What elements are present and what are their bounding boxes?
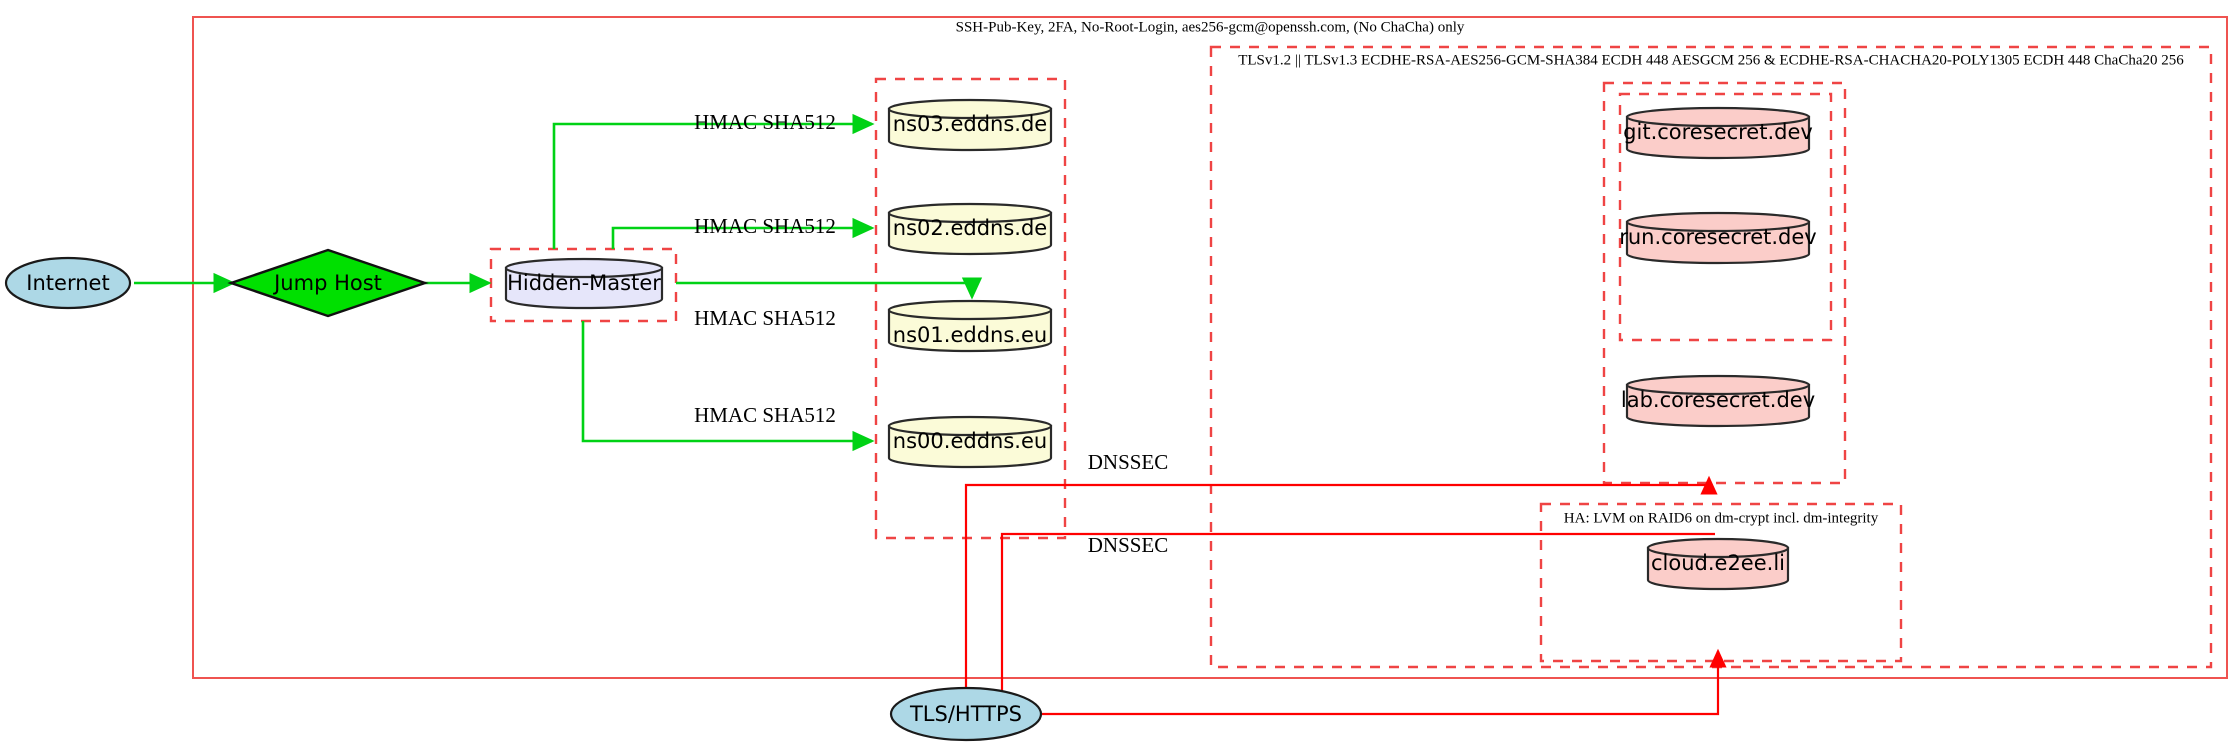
node-ns00-label: ns00.eddns.eu <box>893 429 1047 453</box>
node-git-coresecret[interactable]: git.coresecret.dev <box>1623 106 1813 160</box>
edge-label-hmac-ns03: HMAC SHA512 <box>694 110 836 134</box>
edge-label-hmac-ns01: HMAC SHA512 <box>694 306 836 330</box>
node-ns01[interactable]: ns01.eddns.eu <box>887 299 1053 353</box>
node-ns02-label: ns02.eddns.de <box>893 216 1047 240</box>
node-run-coresecret[interactable]: run.coresecret.dev <box>1619 211 1817 265</box>
edge-hiddenmaster-to-ns00 <box>581 321 875 452</box>
node-run-coresecret-label: run.coresecret.dev <box>1619 225 1817 249</box>
node-internet-label: Internet <box>26 271 109 295</box>
edge-hiddenmaster-to-ns01 <box>676 277 983 300</box>
node-ns03[interactable]: ns03.eddns.de <box>887 98 1053 152</box>
node-lab-coresecret-label: lab.coresecret.dev <box>1621 388 1815 412</box>
cluster-ssh-zone: SSH-Pub-Key, 2FA, No-Root-Login, aes256-… <box>192 16 2228 679</box>
node-cloud-e2ee-label: cloud.e2ee.li <box>1651 551 1785 575</box>
node-hidden-master[interactable]: Hidden-Master <box>504 257 664 310</box>
cluster-ha-zone-label: HA: LVM on RAID6 on dm-crypt incl. dm-in… <box>1564 510 1879 526</box>
cluster-ha-zone: HA: LVM on RAID6 on dm-crypt incl. dm-in… <box>1539 502 1903 663</box>
node-tls-https[interactable]: TLS/HTTPS <box>889 686 1043 742</box>
node-jump-host[interactable]: Jump Host <box>227 248 429 318</box>
node-internet[interactable]: Internet <box>4 256 132 310</box>
node-hidden-master-label: Hidden-Master <box>507 271 661 295</box>
edge-tls-to-cloud <box>1000 532 1715 693</box>
cluster-tls-zone-label: TLSv1.2 || TLSv1.3 ECDHE-RSA-AES256-GCM-… <box>1238 52 2184 68</box>
node-jump-host-label: Jump Host <box>272 271 382 295</box>
green-edges <box>134 113 983 452</box>
edge-label-dnssec-lower: DNSSEC <box>1088 533 1169 557</box>
node-lab-coresecret[interactable]: lab.coresecret.dev <box>1621 374 1815 428</box>
node-tls-https-label: TLS/HTTPS <box>909 702 1022 726</box>
node-cloud-e2ee[interactable]: cloud.e2ee.li <box>1646 537 1790 591</box>
edge-label-dnssec-upper: DNSSEC <box>1088 450 1169 474</box>
edge-tls-rail-to-cloud <box>1041 648 1727 716</box>
edge-hiddenmaster-to-ns03 <box>552 113 875 249</box>
red-edges <box>964 475 1727 716</box>
cluster-coresecret-zone <box>1602 81 1847 485</box>
edge-hiddenmaster-to-ns02 <box>611 217 875 249</box>
edge-tls-to-coresecret <box>964 475 1718 700</box>
edge-label-hmac-ns00: HMAC SHA512 <box>694 403 836 427</box>
cluster-dns-zone <box>874 77 1067 540</box>
node-ns02[interactable]: ns02.eddns.de <box>887 202 1053 256</box>
node-git-coresecret-label: git.coresecret.dev <box>1623 120 1813 144</box>
edge-labels: HMAC SHA512 HMAC SHA512 HMAC SHA512 HMAC… <box>694 110 1168 557</box>
node-ns00[interactable]: ns00.eddns.eu <box>887 415 1053 469</box>
cluster-tls-zone: TLSv1.2 || TLSv1.3 ECDHE-RSA-AES256-GCM-… <box>1209 45 2213 669</box>
edge-label-hmac-ns02: HMAC SHA512 <box>694 214 836 238</box>
node-ns01-label: ns01.eddns.eu <box>893 323 1047 347</box>
cluster-ssh-zone-label: SSH-Pub-Key, 2FA, No-Root-Login, aes256-… <box>956 19 1465 35</box>
node-ns03-label: ns03.eddns.de <box>893 112 1047 136</box>
